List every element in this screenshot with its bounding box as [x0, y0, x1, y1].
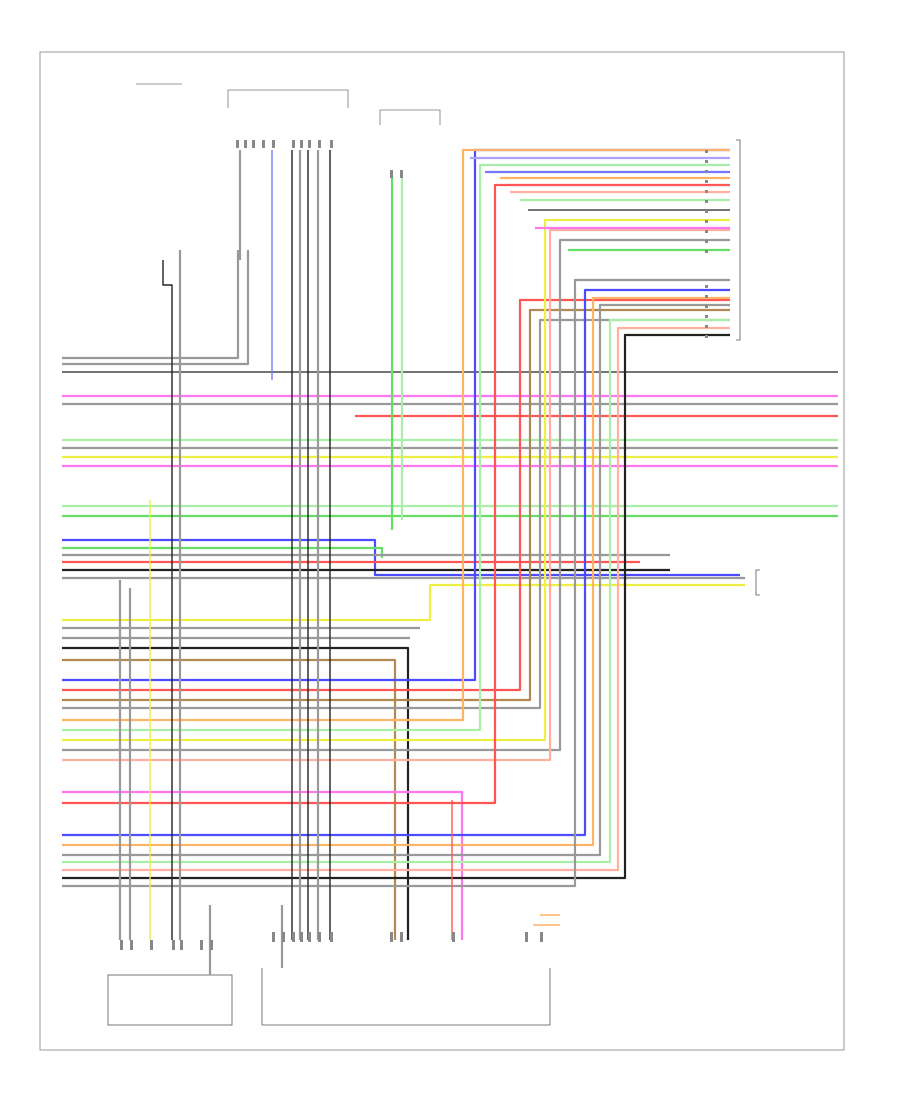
pin-mark	[330, 932, 333, 942]
component-bottom-center	[261, 968, 551, 1026]
pin-mark	[262, 140, 265, 148]
connector-ticks-layer	[120, 140, 708, 950]
wires-layer	[62, 148, 838, 975]
pin-mark	[292, 140, 295, 148]
component-right-top	[379, 109, 441, 125]
pin-mark	[308, 932, 311, 942]
pin-mark	[400, 932, 403, 942]
pin-mark	[180, 940, 183, 950]
pin-mark	[120, 940, 123, 950]
pin-mark	[300, 140, 303, 148]
pin-mark	[525, 932, 528, 942]
wire-blue-12	[62, 538, 740, 577]
component-center-top	[227, 89, 349, 108]
component-bottom-left	[107, 974, 233, 1026]
pin-mark	[705, 325, 708, 328]
pin-mark	[390, 932, 393, 942]
wire-orange-27	[62, 148, 730, 722]
wire-orange-35	[62, 296, 730, 847]
wire-yellow-18	[62, 583, 745, 622]
pin-mark	[308, 140, 311, 148]
pin-mark	[705, 210, 708, 213]
diagram-border	[39, 51, 845, 1051]
pin-mark	[330, 140, 333, 148]
pin-mark	[200, 940, 203, 950]
wire-salmon-38	[62, 326, 730, 872]
pin-mark	[236, 140, 239, 148]
pin-mark	[705, 295, 708, 298]
pin-mark	[282, 932, 285, 942]
pin-mark	[705, 200, 708, 203]
wire-gray-26	[62, 318, 730, 710]
pin-mark	[705, 220, 708, 223]
pin-mark	[540, 932, 543, 942]
pin-mark	[705, 240, 708, 243]
pin-mark	[705, 150, 708, 153]
pin-mark	[705, 285, 708, 288]
pin-mark	[150, 940, 153, 950]
pin-mark	[210, 940, 213, 950]
wire-pink-32	[62, 790, 464, 940]
wire-black-39	[62, 333, 730, 880]
wire-gray-30	[62, 238, 730, 752]
wire-light_green-37	[62, 318, 730, 864]
pin-mark	[452, 932, 455, 942]
wire-light_green-28	[62, 163, 730, 732]
pin-mark	[172, 940, 175, 950]
pin-mark	[705, 180, 708, 183]
pin-mark	[705, 230, 708, 233]
pin-mark	[705, 190, 708, 193]
component-right-mid	[755, 569, 760, 596]
pin-mark	[705, 160, 708, 163]
pin-mark	[318, 140, 321, 148]
right-connector	[736, 139, 741, 341]
pin-mark	[705, 335, 708, 338]
wire-green-13	[62, 546, 384, 558]
pin-mark	[244, 140, 247, 148]
pin-mark	[272, 932, 275, 942]
wire-red-24	[62, 298, 730, 692]
pin-mark	[300, 932, 303, 942]
pin-mark	[390, 170, 393, 178]
pin-mark	[705, 170, 708, 173]
pin-mark	[705, 315, 708, 318]
pin-mark	[272, 140, 275, 148]
wire-brown-22	[62, 658, 397, 940]
wire-red-33	[62, 183, 730, 805]
wire-brown-25	[62, 308, 730, 702]
wire-black-21	[62, 646, 410, 940]
wire-blue-34	[62, 288, 730, 837]
wire-gray-1	[62, 250, 250, 366]
wire-gray-36	[62, 303, 730, 857]
wire-salmon-31	[62, 228, 730, 762]
wire-yellow-29	[62, 218, 730, 742]
pin-mark	[400, 170, 403, 178]
wire-gray-0	[62, 250, 240, 360]
pin-mark	[705, 305, 708, 308]
pin-mark	[318, 932, 321, 942]
pin-mark	[130, 940, 133, 950]
pin-mark	[705, 250, 708, 253]
pin-mark	[252, 140, 255, 148]
pin-mark	[292, 932, 295, 942]
wire-black-49	[162, 260, 173, 940]
